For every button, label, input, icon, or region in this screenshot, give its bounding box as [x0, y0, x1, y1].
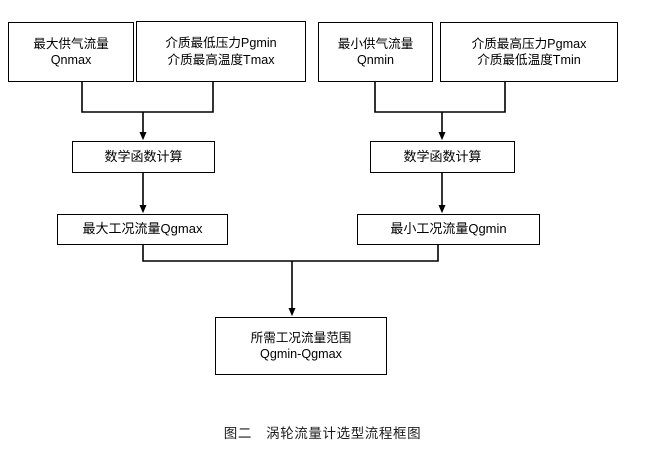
node-required-flow-range-line2: Qgmin-Qgmax	[260, 347, 342, 361]
node-min-working-flow-label: 最小工况流量Qgmin	[390, 221, 507, 237]
node-required-flow-range: 所需工况流量范围 Qgmin-Qgmax	[215, 317, 387, 375]
node-math-calc-right: 数学函数计算	[370, 141, 515, 173]
node-required-flow-range-line1: 所需工况流量范围	[250, 330, 352, 345]
node-math-calc-right-label: 数学函数计算	[403, 148, 482, 164]
figure-caption: 图二 涡轮流量计选型流程框图	[223, 426, 422, 441]
node-max-supply-flow-line2: Qnmax	[50, 53, 92, 67]
node-medium-max-pressure-line1: 介质最高压力Pgmax	[471, 36, 587, 51]
node-max-working-flow-label: 最大工况流量Qgmax	[82, 221, 203, 237]
node-min-supply-flow-line2: Qnmin	[356, 53, 395, 67]
node-medium-min-pressure: 介质最低压力Pgmin 介质最高温度Tmax	[136, 21, 306, 82]
edge-left-merge	[81, 82, 214, 141]
node-min-working-flow: 最小工况流量Qgmin	[357, 214, 540, 245]
edge-right-merge	[374, 82, 506, 141]
node-medium-max-pressure: 介质最高压力Pgmax 介质最低温度Tmin	[440, 22, 618, 82]
node-max-supply-flow: 最大供气流量 Qnmax	[8, 22, 134, 82]
node-medium-min-pressure-line1: 介质最低压力Pgmin	[165, 36, 277, 51]
node-medium-min-pressure-line2: 介质最高温度Tmax	[167, 52, 275, 67]
node-medium-max-pressure-line2: 介质最低温度Tmin	[477, 53, 581, 67]
node-max-working-flow: 最大工况流量Qgmax	[57, 214, 228, 245]
node-min-supply-flow: 最小供气流量 Qnmin	[318, 22, 433, 82]
node-math-calc-left: 数学函数计算	[72, 141, 215, 173]
node-min-supply-flow-line1: 最小供气流量	[337, 36, 414, 51]
edge-bottom-merge	[142, 245, 439, 317]
node-math-calc-left-label: 数学函数计算	[104, 148, 183, 164]
node-max-supply-flow-line1: 最大供气流量	[33, 36, 109, 51]
